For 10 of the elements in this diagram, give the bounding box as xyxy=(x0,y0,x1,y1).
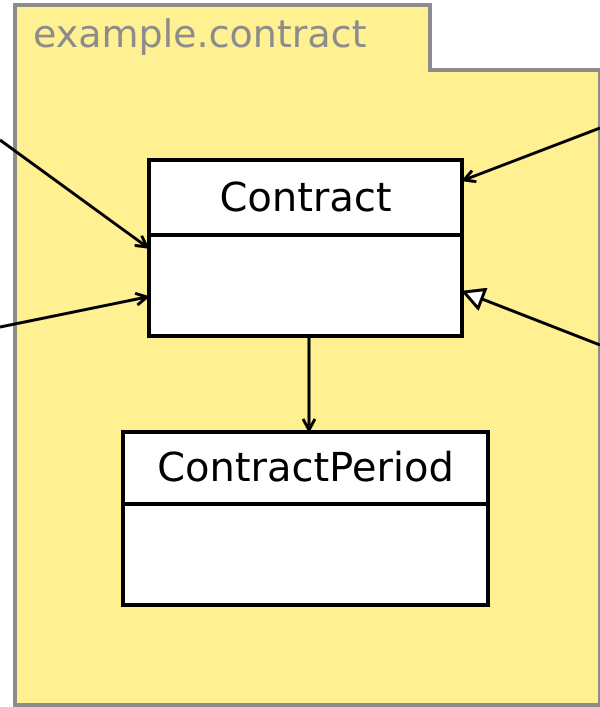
arrow xyxy=(302,338,316,432)
class-name: ContractPeriod xyxy=(157,448,454,488)
class-box xyxy=(147,158,464,338)
arrow xyxy=(462,288,600,346)
class-name: Contract xyxy=(219,178,392,218)
arrow xyxy=(0,292,148,328)
arrow xyxy=(0,138,148,248)
package-name: example.contract xyxy=(33,15,366,53)
class-box xyxy=(121,430,490,607)
arrow xyxy=(462,126,600,184)
